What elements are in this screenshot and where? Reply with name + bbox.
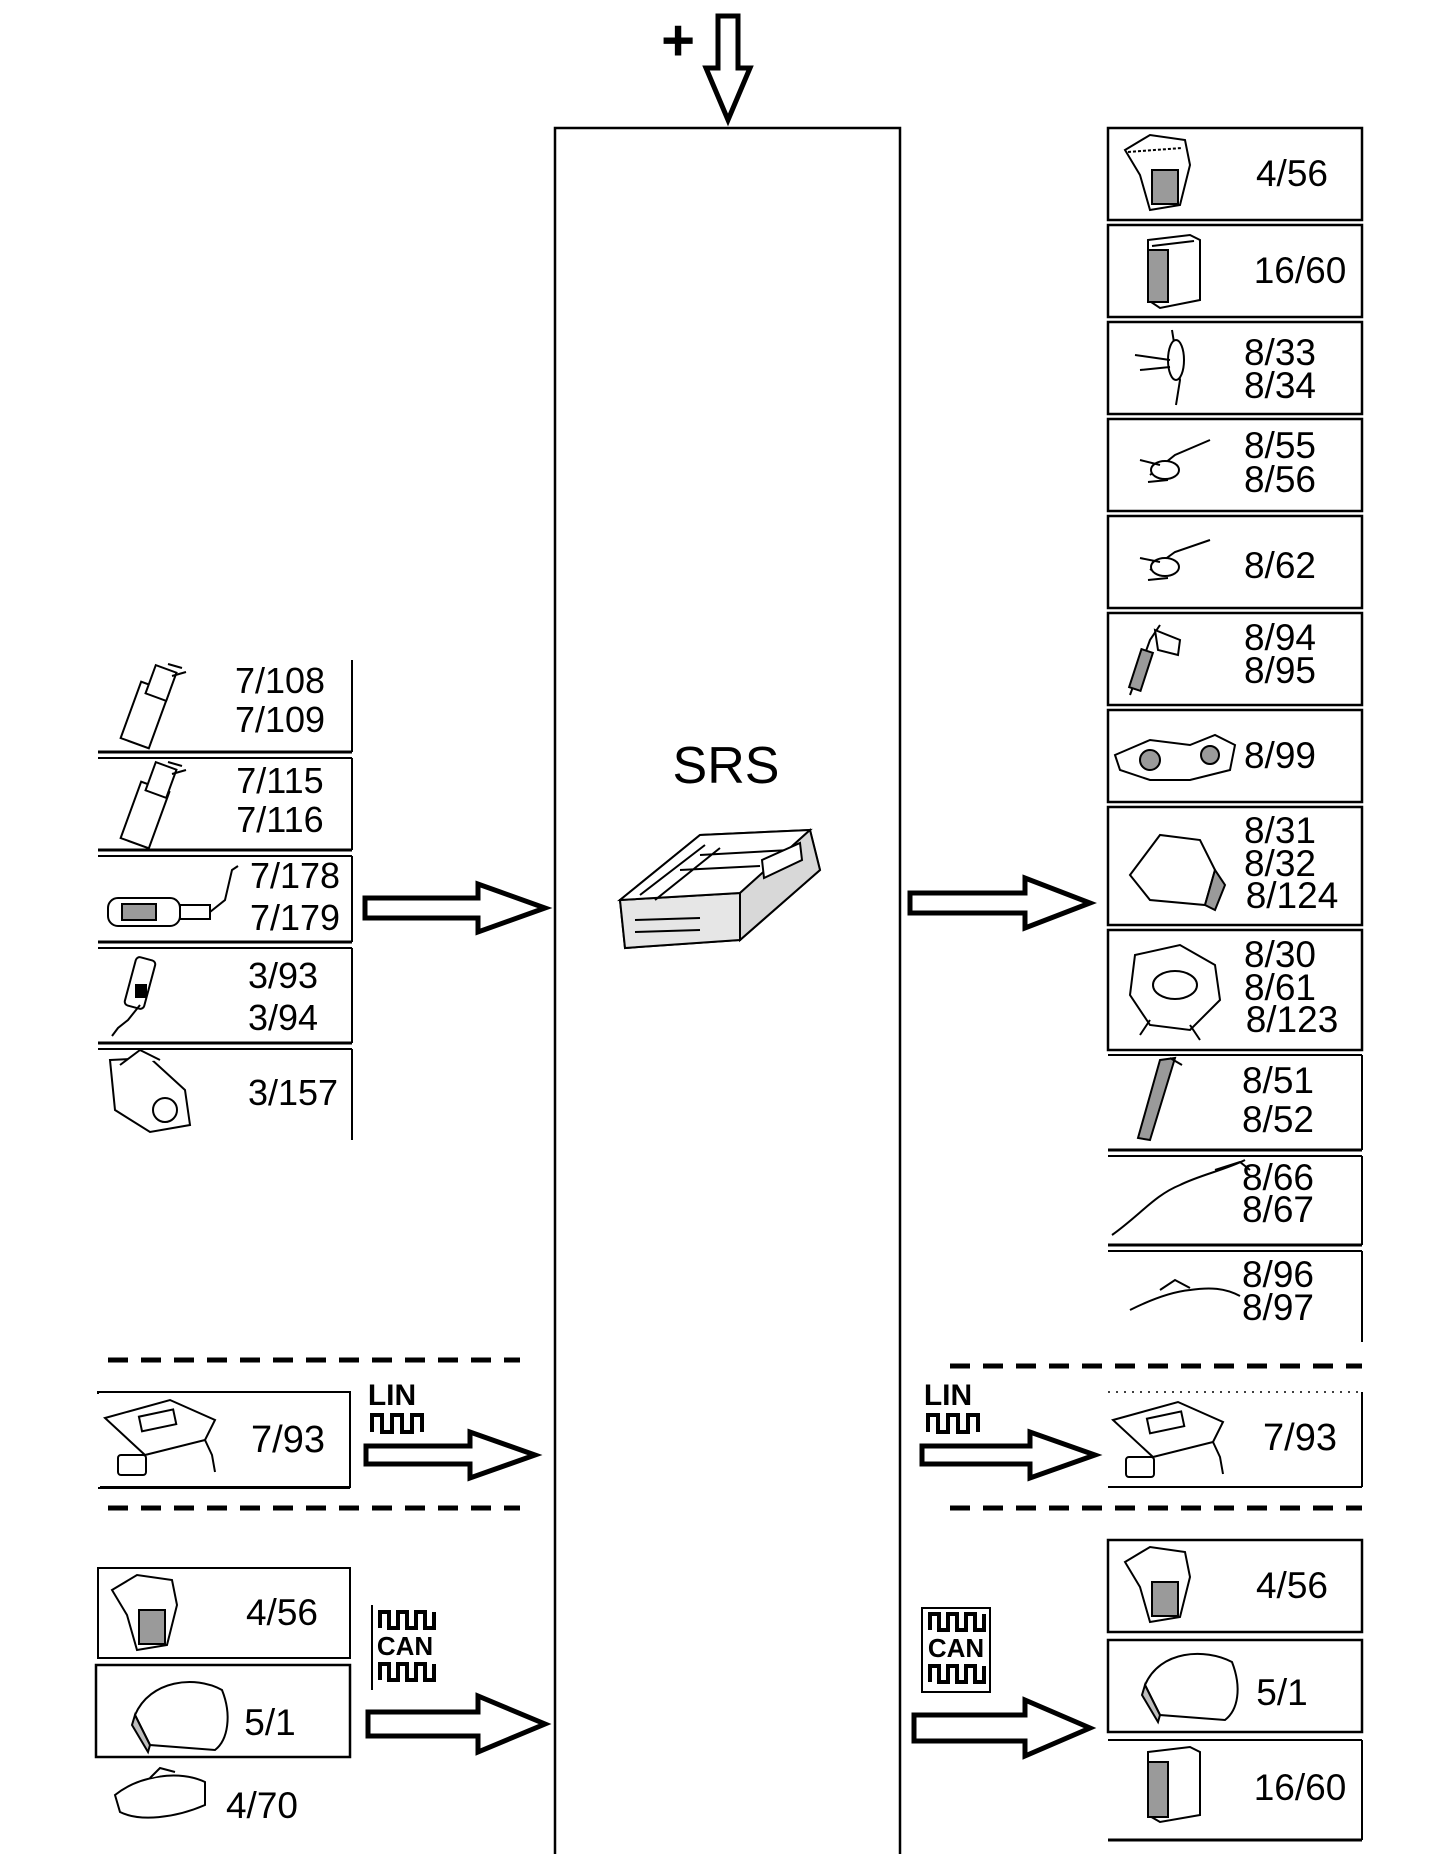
lin-right-code: 7/93 bbox=[1263, 1417, 1337, 1459]
output-code: 8/51 bbox=[1242, 1060, 1314, 1101]
output-code: 4/56 bbox=[1256, 153, 1328, 194]
can-section: 4/56 5/1 4/70 CAN CAN bbox=[94, 1538, 1364, 1842]
output-code: 8/61 bbox=[1244, 967, 1316, 1008]
can-right-arrow bbox=[911, 1696, 1097, 1760]
output-code: 8/56 bbox=[1244, 459, 1316, 500]
side-sensor-icon bbox=[1139, 439, 1211, 483]
output-code: 8/30 bbox=[1244, 934, 1316, 975]
control-unit-icon bbox=[1123, 133, 1192, 212]
output-code: 8/55 bbox=[1244, 425, 1316, 466]
svg-text:CAN: CAN bbox=[928, 1633, 984, 1663]
lin-left-arrow bbox=[363, 1428, 543, 1482]
input-components: 7/108 7/109 7/115 7/116 bbox=[98, 660, 353, 1140]
relay-module-icon bbox=[1147, 233, 1201, 310]
input-component: 3/157 bbox=[98, 1048, 353, 1140]
pretensioner-icon bbox=[119, 663, 187, 750]
input-component: 7/108 7/109 bbox=[98, 660, 353, 754]
lin-bus-badge: LIN bbox=[924, 1379, 980, 1434]
input-component: 7/178 7/179 bbox=[98, 855, 353, 944]
relay-module-icon bbox=[1147, 1745, 1201, 1824]
output-code: 16/60 bbox=[1254, 250, 1347, 291]
passenger-airbag-icon bbox=[1128, 833, 1227, 912]
seat-belt-buckle-icon bbox=[111, 956, 157, 1037]
input-code: 3/94 bbox=[248, 997, 318, 1038]
can-left-code: 4/56 bbox=[246, 1592, 318, 1633]
input-code: 7/116 bbox=[236, 799, 323, 840]
output-code: 8/66 bbox=[1242, 1157, 1314, 1198]
can-left-arrow bbox=[365, 1692, 552, 1756]
srs-to-outputs-arrow bbox=[907, 874, 1097, 932]
ignition-switch-icon bbox=[108, 1048, 192, 1134]
input-code: 7/178 bbox=[250, 855, 340, 896]
roof-console-icon bbox=[103, 1398, 217, 1476]
output-code: 8/31 bbox=[1244, 810, 1316, 851]
output-components: 4/56 16/60 8/33 8/34 8/55 8/56 8/62 8/94… bbox=[1106, 126, 1364, 1342]
can-left-code: 5/1 bbox=[244, 1702, 295, 1743]
svg-text:LIN: LIN bbox=[368, 1379, 416, 1412]
output-code: 8/33 bbox=[1244, 332, 1316, 373]
power-plus-symbol: + bbox=[661, 8, 695, 73]
can-bus-badge: CAN bbox=[371, 1605, 436, 1690]
instrument-cluster-icon bbox=[1140, 1652, 1239, 1725]
input-component: 7/115 7/116 bbox=[98, 757, 353, 852]
output-code: 8/62 bbox=[1244, 545, 1316, 586]
can-right-code: 5/1 bbox=[1256, 1672, 1307, 1713]
input-code: 7/108 bbox=[235, 660, 325, 701]
inputs-to-srs-arrow bbox=[362, 880, 553, 936]
srs-title: SRS bbox=[673, 737, 780, 795]
output-code: 8/99 bbox=[1244, 735, 1316, 776]
output-code: 8/96 bbox=[1242, 1254, 1314, 1295]
pretensioner-icon bbox=[119, 760, 187, 850]
rear-light-icon bbox=[113, 1766, 206, 1819]
lin-left-code: 7/93 bbox=[251, 1419, 325, 1461]
airbag-ecu-icon bbox=[616, 828, 822, 950]
input-code: 7/109 bbox=[235, 699, 325, 740]
input-code: 7/115 bbox=[236, 760, 323, 801]
lin-left-component: 7/93 bbox=[94, 1391, 351, 1489]
can-right-code: 4/56 bbox=[1256, 1565, 1328, 1606]
input-code: 3/93 bbox=[248, 955, 318, 996]
steering-wheel-airbag-icon bbox=[1128, 943, 1222, 1041]
srs-unit-box bbox=[553, 126, 902, 1854]
lin-right-arrow bbox=[919, 1428, 1103, 1482]
side-airbag-icon bbox=[1136, 1056, 1183, 1142]
svg-text:CAN: CAN bbox=[377, 1631, 433, 1661]
input-component: 3/93 3/94 bbox=[98, 947, 353, 1045]
output-code: 8/32 bbox=[1244, 843, 1316, 884]
can-right-code: 16/60 bbox=[1254, 1767, 1347, 1808]
output-code: 8/95 bbox=[1244, 650, 1316, 691]
output-code: 8/52 bbox=[1242, 1099, 1314, 1140]
output-code: 8/94 bbox=[1244, 617, 1316, 658]
can-left-code: 4/70 bbox=[226, 1785, 298, 1826]
belt-tensioner-icon bbox=[1127, 624, 1182, 696]
control-unit-icon bbox=[110, 1573, 179, 1652]
output-code: 8/34 bbox=[1244, 365, 1316, 406]
output-code: 8/67 bbox=[1242, 1189, 1314, 1230]
lin-bus-badge: LIN bbox=[368, 1379, 424, 1434]
side-sensor-icon bbox=[1139, 539, 1211, 581]
can-bus-badge: CAN bbox=[921, 1607, 991, 1693]
lin-section: 7/93 LIN LIN 7/93 bbox=[94, 1357, 1363, 1511]
output-code: 8/97 bbox=[1242, 1287, 1314, 1328]
power-input-arrow bbox=[702, 13, 754, 127]
svg-text:LIN: LIN bbox=[924, 1379, 972, 1412]
input-code: 7/179 bbox=[250, 897, 340, 938]
output-code: 8/123 bbox=[1246, 999, 1339, 1040]
curtain-airbag-icon bbox=[1129, 1278, 1241, 1311]
lin-right-component: 7/93 bbox=[1108, 1391, 1363, 1488]
output-code: 8/124 bbox=[1246, 875, 1339, 916]
seat-occupancy-sensor-icon bbox=[107, 865, 239, 927]
steering-column-icon bbox=[1113, 733, 1237, 781]
instrument-cluster-icon bbox=[130, 1681, 229, 1755]
curtain-airbag-icon bbox=[1111, 1159, 1251, 1236]
impact-sensor-icon bbox=[1134, 329, 1185, 406]
input-code: 3/157 bbox=[248, 1072, 338, 1113]
roof-console-icon bbox=[1111, 1400, 1225, 1478]
control-unit-icon bbox=[1123, 1545, 1192, 1624]
